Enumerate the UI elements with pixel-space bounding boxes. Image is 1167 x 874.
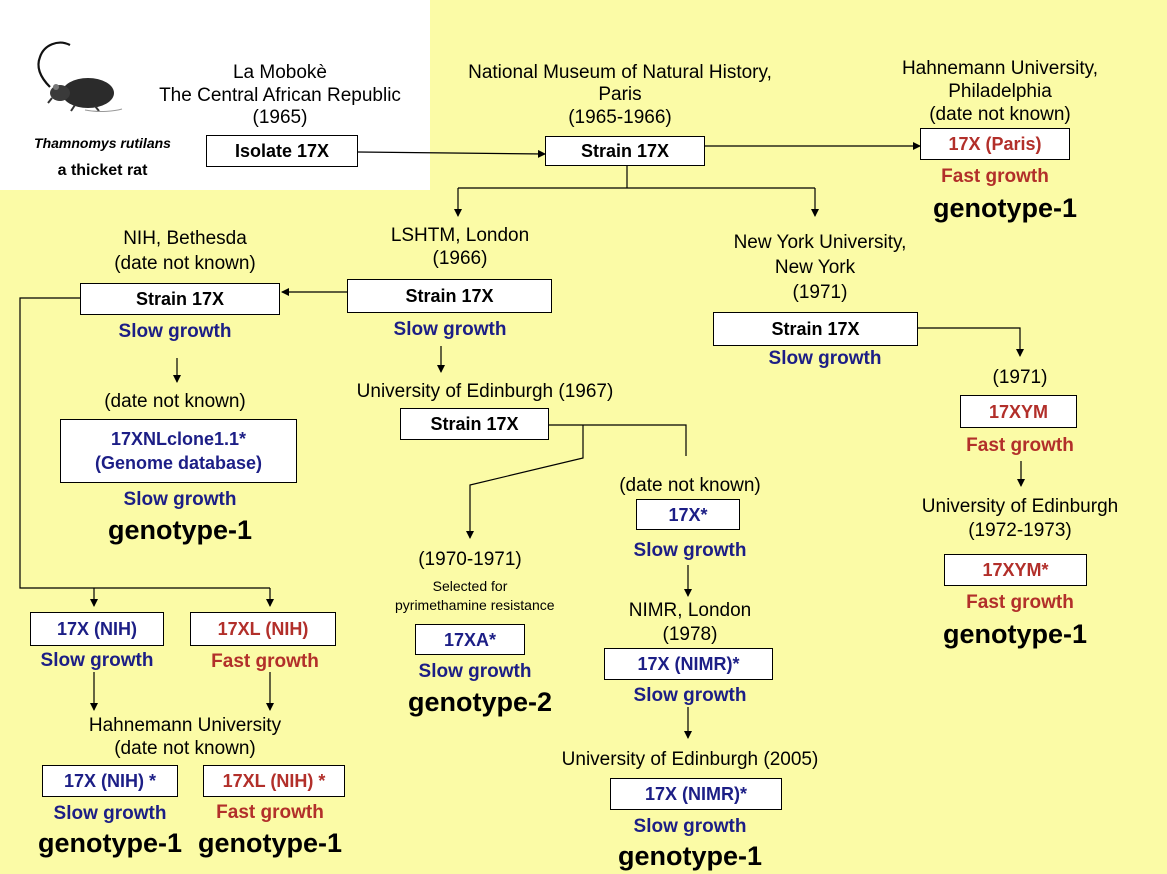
nl-clone-db: (Genome database) <box>94 453 263 473</box>
lshtm-year: (1966) <box>432 248 488 269</box>
nl-clone-name: 17XNLclone1.1* <box>110 429 247 449</box>
edge-nyu-ym <box>918 327 1024 357</box>
xa-genotype: genotype-2 <box>407 687 553 717</box>
xa-note-line1: Selected for <box>432 578 508 594</box>
xstar-growth: Slow growth <box>633 540 747 561</box>
nih-xl-box: 17XL (NIH) <box>190 612 336 646</box>
nih-xl-growth: Fast growth <box>211 651 319 672</box>
edge-isolate-paris <box>357 149 546 158</box>
hahnemann-top-growth: Fast growth <box>941 166 1049 187</box>
hahnemann-top-line1: Hahnemann University, <box>901 58 1099 79</box>
lshtm-line1: LSHTM, London <box>390 225 530 246</box>
ym-edinburgh-growth: Fast growth <box>966 592 1074 613</box>
xa-growth: Slow growth <box>418 661 532 682</box>
nih-line1: NIH, Bethesda <box>123 228 247 249</box>
edge-nih-split <box>19 297 270 589</box>
paris-year: (1965-1966) <box>568 107 672 128</box>
nimr-edinburgh-box: 17X (NIMR)* <box>610 778 782 810</box>
nyu-strain-box: Strain 17X <box>713 312 918 346</box>
xa-note-line2: pyrimethamine resistance <box>395 597 555 613</box>
hahnemann-top-line2: Philadelphia <box>948 81 1052 102</box>
lshtm-strain-box: Strain 17X <box>347 279 552 313</box>
isolate-17x-box: Isolate 17X <box>206 135 358 167</box>
nimr-edinburgh-genotype: genotype-1 <box>617 841 763 871</box>
edge-edinburgh-split <box>470 424 687 538</box>
nimr-edinburgh-label: University of Edinburgh (2005) <box>561 749 819 770</box>
nih-x-box: 17X (NIH) <box>30 612 164 646</box>
nimr-year: (1978) <box>662 624 718 645</box>
ym-year: (1971) <box>992 367 1048 388</box>
hahnemann-bottom-line1: Hahnemann University <box>88 715 282 736</box>
hahnemann-bottom-date: (date not known) <box>114 738 256 759</box>
edinburgh1967-label: University of Edinburgh (1967) <box>356 381 614 402</box>
paris-line2: Paris <box>598 84 642 105</box>
xstar-box: 17X* <box>636 499 740 530</box>
origin-place-line2: The Central African Republic <box>159 85 401 106</box>
edinburgh1967-box: Strain 17X <box>400 408 549 440</box>
rat-species: Thamnomys rutilans <box>34 135 171 151</box>
nyu-growth: Slow growth <box>768 348 882 369</box>
nyu-year: (1971) <box>792 282 848 303</box>
hahnemann-x-box: 17X (NIH) * <box>42 765 178 797</box>
ym-edinburgh-year: (1972-1973) <box>968 520 1072 541</box>
ym-edinburgh-genotype: genotype-1 <box>942 619 1088 649</box>
rat-illustration <box>37 41 123 113</box>
paris-line1: National Museum of Natural History, <box>468 62 772 83</box>
paris-strain-box: Strain 17X <box>545 136 705 166</box>
nimr-line1: NIMR, London <box>628 600 752 621</box>
nl-clone-box: 17XNLclone1.1* (Genome database) <box>60 419 297 483</box>
hahnemann-xl-box: 17XL (NIH) * <box>203 765 345 797</box>
hahnemann-top-genotype: genotype-1 <box>932 193 1078 223</box>
hahnemann-x-growth: Slow growth <box>53 803 167 824</box>
ym-edinburgh-line1: University of Edinburgh <box>921 496 1119 517</box>
xstar-date: (date not known) <box>619 475 761 496</box>
hahnemann-xl-genotype: genotype-1 <box>197 828 343 858</box>
xa-box: 17XA* <box>415 624 525 655</box>
ym-growth: Fast growth <box>966 435 1074 456</box>
nih-strain-box: Strain 17X <box>80 283 280 315</box>
nl-genotype: genotype-1 <box>107 515 253 545</box>
nimr-growth: Slow growth <box>633 685 747 706</box>
nyu-line2: New York <box>774 257 856 278</box>
lshtm-growth: Slow growth <box>393 319 507 340</box>
edge-paris-split <box>458 166 815 189</box>
ym-box: 17XYM <box>960 395 1077 428</box>
rat-common-name: a thicket rat <box>57 162 148 179</box>
nih-x-growth: Slow growth <box>40 650 154 671</box>
origin-place-line1: La Mobokè <box>232 62 327 83</box>
nl-date: (date not known) <box>104 391 246 412</box>
hahnemann-x-genotype: genotype-1 <box>37 828 183 858</box>
ym-edinburgh-box: 17XYM* <box>944 554 1087 586</box>
nimr-box: 17X (NIMR)* <box>604 648 773 680</box>
hahnemann-top-box: 17X (Paris) <box>920 128 1070 160</box>
hahnemann-top-date: (date not known) <box>929 104 1071 125</box>
nih-date: (date not known) <box>114 253 256 274</box>
xa-year: (1970-1971) <box>418 549 522 570</box>
nimr-edinburgh-growth: Slow growth <box>633 816 747 837</box>
origin-year: (1965) <box>252 107 308 128</box>
nih-growth: Slow growth <box>118 321 232 342</box>
hahnemann-xl-growth: Fast growth <box>216 802 324 823</box>
nl-growth: Slow growth <box>123 489 237 510</box>
nyu-line1: New York University, <box>733 232 907 253</box>
